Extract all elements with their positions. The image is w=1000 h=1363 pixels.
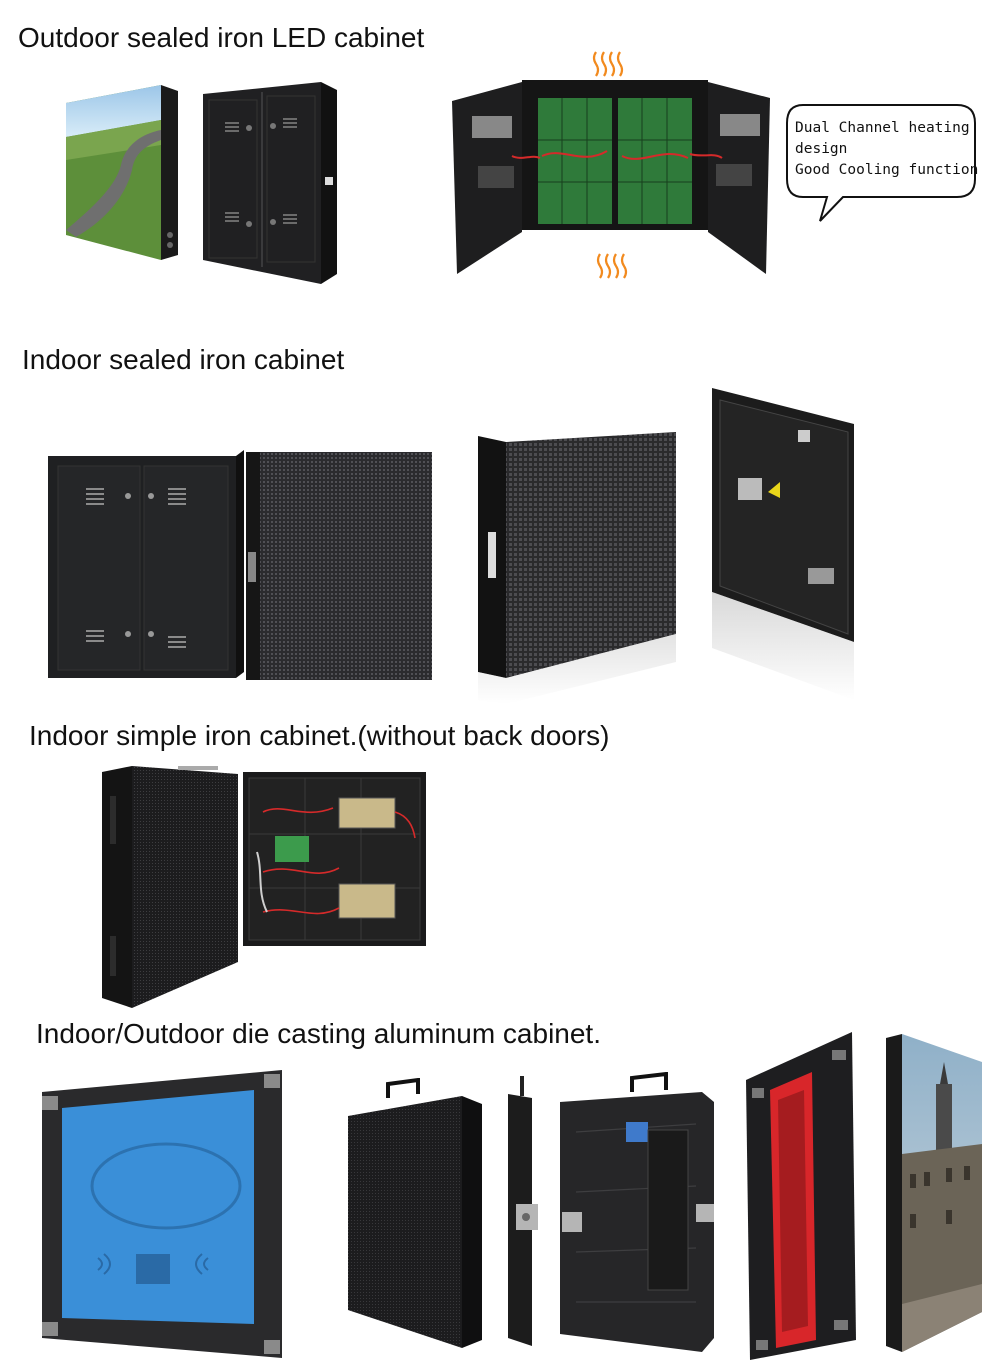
outdoor-cabinet-back-doors-image [203, 82, 337, 284]
die-cast-city-display-image [886, 1034, 982, 1352]
callout-speech-bubble [786, 104, 976, 222]
indoor-sealed-angled-front-image [478, 432, 676, 704]
callout-line-1: Dual Channel heating [795, 120, 970, 136]
section-title-indoor-simple: Indoor simple iron cabinet.(without back… [29, 720, 610, 751]
indoor-simple-back-modules-image [243, 772, 426, 946]
heat-arrows-top-icon [592, 51, 624, 77]
die-cast-blue-back-image [42, 1070, 282, 1358]
callout-line-3: Good Cooling function [795, 162, 979, 178]
outdoor-cabinet-front-image [66, 85, 178, 260]
heat-arrows-bottom-icon [596, 253, 628, 279]
die-cast-back-locks-image [560, 1072, 714, 1352]
outdoor-cabinet-open-interior-image [452, 51, 770, 279]
section-title-die-casting: Indoor/Outdoor die casting aluminum cabi… [36, 1018, 601, 1049]
callout-line-2: design [795, 141, 848, 157]
section-title-indoor-sealed: Indoor sealed iron cabinet [22, 344, 345, 375]
die-cast-side-profile-image [508, 1076, 538, 1346]
indoor-sealed-front-led-image [246, 452, 432, 680]
die-cast-front-handle-image [348, 1078, 482, 1348]
section-title-outdoor-sealed: Outdoor sealed iron LED cabinet [18, 22, 425, 53]
indoor-sealed-back-doors-image [48, 450, 244, 678]
die-cast-red-frame-image [746, 1032, 856, 1360]
indoor-sealed-side-back-image [712, 388, 854, 700]
indoor-simple-angled-front-image [102, 766, 238, 1008]
